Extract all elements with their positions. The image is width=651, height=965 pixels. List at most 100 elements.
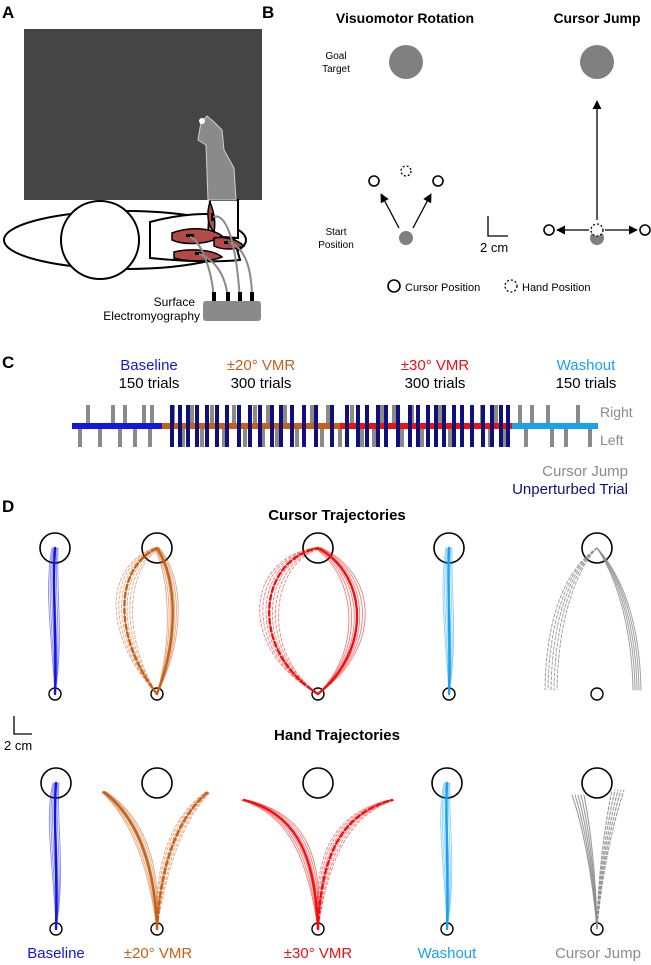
cursor-jump-tick-right — [350, 405, 354, 423]
mean-trajectory-ccw — [155, 790, 210, 931]
cursor-baseline — [39, 532, 71, 701]
hand-trajectories-title: Hand Trajectories — [274, 727, 400, 744]
trajectory-trace — [156, 791, 211, 930]
trajectory-trace — [596, 547, 638, 691]
unperturbed-tick — [330, 405, 334, 447]
mean-trajectory — [53, 781, 58, 931]
trajectory-trace — [596, 789, 622, 930]
trajectory-trace — [105, 791, 159, 930]
trajectory-trace — [596, 789, 625, 930]
mean-trajectory-cw — [155, 546, 174, 696]
cursor-jump-tick-right — [150, 405, 154, 423]
trajectory-trace — [275, 547, 322, 695]
trajectory-trace — [129, 547, 160, 695]
goal-target-circle — [302, 532, 334, 564]
jump-hand-position — [590, 223, 604, 237]
phase-trials-washout: 150 trials — [556, 375, 617, 392]
mean-trajectory-ccw — [123, 546, 159, 696]
jump-cursor-right — [639, 224, 651, 236]
unperturbed-tick — [248, 405, 252, 447]
trajectory-trace — [105, 791, 158, 930]
legend-unperturbed: Unperturbed Trial — [512, 481, 628, 498]
cursor-trajectories-title: Cursor Trajectories — [268, 507, 406, 524]
trajectory-trace — [48, 782, 57, 930]
cursor-jump-tick-left — [503, 429, 507, 447]
trajectory-trace — [448, 547, 455, 695]
cursor-jump-tick-right — [210, 405, 214, 423]
cursor-jump-tick-left — [550, 429, 554, 447]
cursor-jump-tick-right — [530, 405, 534, 423]
cursor-jump-tick-left — [320, 429, 324, 447]
unperturbed-tick — [376, 405, 380, 447]
trajectory-trace — [547, 547, 598, 691]
trajectory-trace — [240, 799, 319, 930]
trajectory-trace — [154, 547, 170, 695]
cursor-jump-tick-right — [392, 405, 396, 423]
hand-vmr20 — [101, 767, 211, 936]
phase-trials-vmr20: 300 trials — [231, 375, 292, 392]
trajectory-trace — [317, 799, 396, 930]
trajectory-trace — [596, 547, 636, 691]
trajectory-trace — [317, 799, 391, 930]
cursor-jump-tick-left — [400, 429, 404, 447]
cursor-jump-tick-left — [243, 429, 247, 447]
unperturbed-tick — [279, 405, 283, 447]
phase-trials-baseline: 150 trials — [119, 375, 180, 392]
trajectory-trace — [132, 547, 162, 695]
scale-bar-b — [487, 216, 508, 237]
trajectory-trace — [156, 791, 211, 930]
cursor-jump-tick-right — [380, 405, 384, 423]
trajectory-trace — [104, 791, 158, 930]
cursor-position-left — [368, 175, 380, 187]
emg-label-line1: Surface — [154, 295, 196, 309]
legend-hand-icon — [504, 279, 518, 293]
panel-label-b: B — [262, 3, 274, 22]
cursor-jump-tick-right — [310, 405, 314, 423]
start-circle — [150, 687, 164, 701]
goal-target-circle — [581, 532, 613, 564]
rotation-arrow-left — [380, 193, 400, 229]
left-label: Left — [600, 432, 623, 448]
trajectory-trace — [156, 547, 179, 695]
mean-trajectory-ccw — [268, 546, 320, 696]
trajectory-trace — [596, 547, 634, 691]
phase-name-vmr30: ±30° VMR — [401, 357, 470, 374]
trajectory-trace — [596, 547, 640, 691]
trajectory-trace — [156, 791, 208, 930]
legend-cursor-icon — [387, 279, 401, 293]
start-label-line1: Start — [325, 227, 346, 238]
phase-name-baseline: Baseline — [120, 357, 178, 374]
cursor-jump-tick-right — [86, 405, 90, 423]
trajectory-trace — [317, 799, 393, 930]
hand-cursor-jump — [571, 767, 625, 936]
goal-target-circle — [141, 767, 173, 799]
hand-trajectories — [40, 767, 625, 936]
unperturbed-tick — [178, 405, 182, 447]
cursor-jump-tick-left — [448, 429, 452, 447]
phase-name-washout: Washout — [557, 357, 616, 374]
trajectory-trace — [446, 782, 453, 930]
unperturbed-tick — [490, 405, 494, 447]
cursor-jump-tick-right — [232, 405, 236, 423]
trajectory-trace — [317, 799, 392, 930]
trajectory-trace — [596, 789, 616, 930]
legend-cursor-label: Cursor Position — [405, 282, 480, 294]
trajectory-trace — [596, 789, 613, 930]
cursor-dot — [199, 118, 205, 124]
unperturbed-tick — [481, 405, 485, 447]
panel-label-d: D — [2, 497, 14, 516]
trajectory-trace — [265, 547, 319, 695]
cursor-jump-tick-right — [142, 405, 146, 423]
emg-electrodes — [212, 292, 254, 301]
goal-target-circle — [581, 767, 613, 799]
trajectory-trace — [315, 547, 352, 695]
cursor-jump-tick-left — [78, 429, 82, 447]
unperturbed-tick — [345, 405, 349, 447]
cursor-vmr30 — [259, 532, 366, 701]
trajectory-trace — [55, 782, 61, 930]
cursor-jump-tick-left — [118, 429, 122, 447]
trajectory-trace — [48, 547, 56, 695]
cursor-jump-tick-right — [494, 405, 498, 423]
cursor-jump-tick-left — [564, 429, 568, 447]
unperturbed-tick — [237, 405, 241, 447]
